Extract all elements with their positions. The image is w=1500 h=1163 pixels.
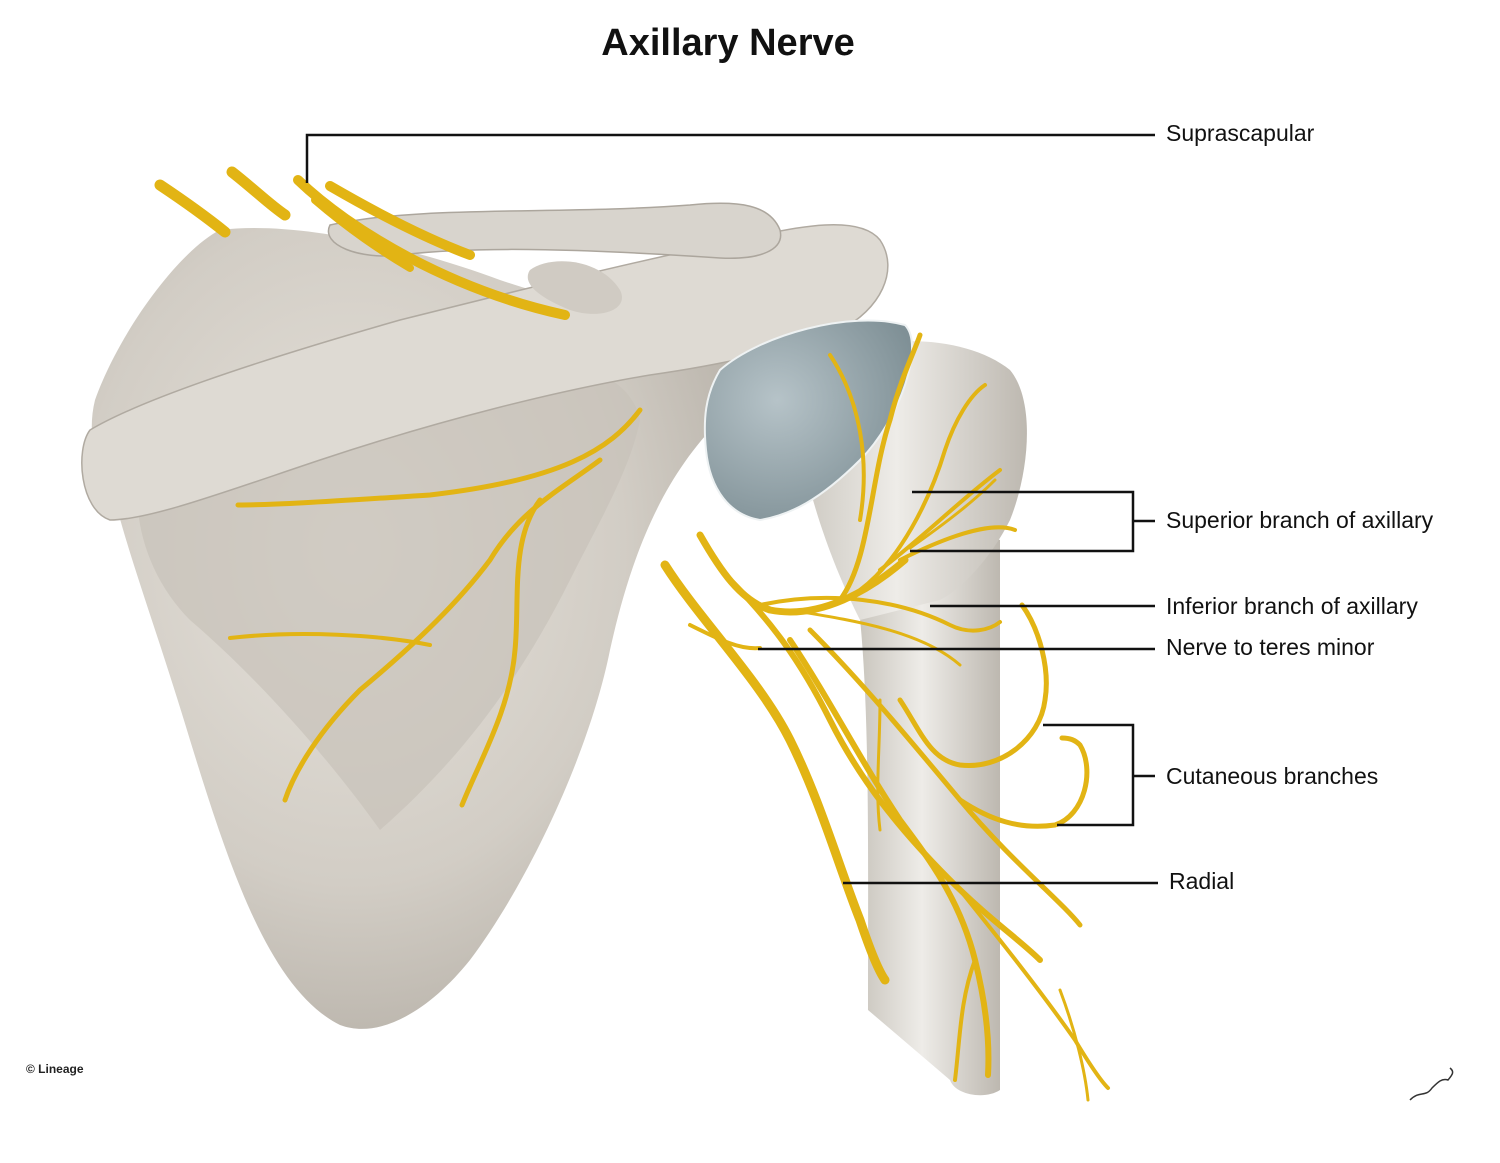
cutaneous-branch-2 xyxy=(957,735,1090,829)
radial-branch xyxy=(727,577,1043,963)
label-teres-minor: Nerve to teres minor xyxy=(1166,634,1375,660)
arm-branch-3 xyxy=(958,888,1110,1090)
leader-suprascapular xyxy=(305,133,1155,183)
nerve-root-1 xyxy=(154,179,231,238)
label-suprascapular: Suprascapular xyxy=(1166,120,1315,146)
nerve-root-5 xyxy=(311,196,414,272)
inferior-branch-1 xyxy=(758,595,1002,633)
inferior-branch-2 xyxy=(788,608,962,667)
artist-signature xyxy=(1409,1067,1454,1101)
scapular-branch-1 xyxy=(235,407,643,508)
scapular-branch-3 xyxy=(459,497,543,808)
scapular-branch-4 xyxy=(228,632,432,647)
leader-lines xyxy=(305,133,1158,885)
label-radial: Radial xyxy=(1169,868,1235,894)
label-superior-branch: Superior branch of axillary xyxy=(1166,507,1434,533)
arm-branch-5 xyxy=(1058,988,1090,1102)
arm-branch-1 xyxy=(787,637,992,1078)
superior-branch-6 xyxy=(828,353,866,522)
label-inferior-branch: Inferior branch of axillary xyxy=(1166,593,1418,619)
cutaneous-branch-1 xyxy=(897,602,1049,769)
axillary-trunk xyxy=(696,531,909,616)
radial-nerve xyxy=(660,560,890,985)
copyright-notice: © Lineage xyxy=(26,1062,84,1076)
superior-branch-4 xyxy=(898,525,1017,562)
label-cutaneous: Cutaneous branches xyxy=(1166,763,1379,789)
glenoid-cartilage xyxy=(703,319,914,522)
humerus-shaft xyxy=(858,520,1000,1096)
arm-branch-6 xyxy=(876,698,882,832)
nerve-branches xyxy=(154,166,1110,1102)
superior-branch-1 xyxy=(837,332,923,603)
scapular-branch-2 xyxy=(282,457,603,803)
nerve-root-4 xyxy=(325,181,475,260)
nerve-root-2 xyxy=(226,166,291,221)
superior-branch-5 xyxy=(908,478,997,550)
superior-branch-3 xyxy=(878,468,1002,572)
arm-branch-4 xyxy=(953,958,977,1082)
coracoid-process xyxy=(527,261,622,314)
page-title: Axillary Nerve xyxy=(601,22,855,64)
